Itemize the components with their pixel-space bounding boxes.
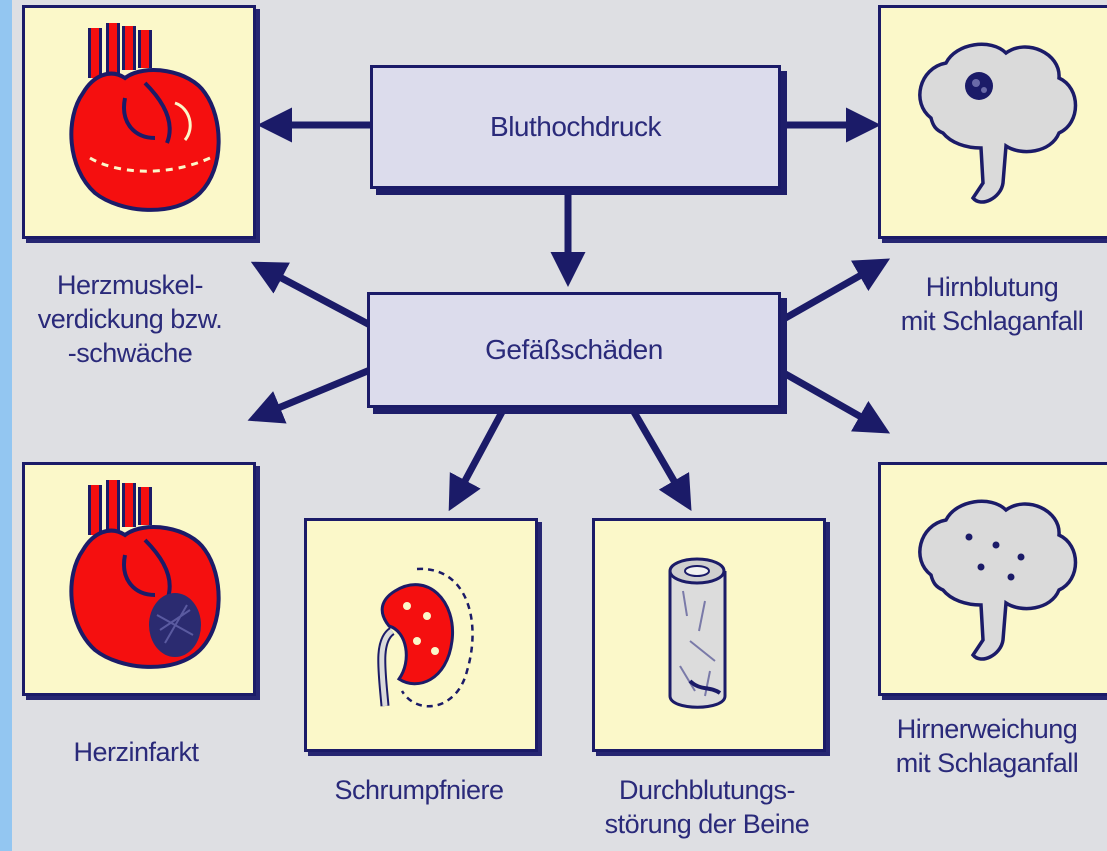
node-gefaessschaeden-label: Gefäßschäden	[485, 334, 663, 366]
label-heart-attack-line-1: Herzinfarkt	[22, 735, 250, 769]
arrow-middle-to-kidney	[452, 412, 502, 505]
label-brain-bleed: Hirnblutung mit Schlaganfall	[862, 270, 1107, 338]
blood-vessel-icon	[595, 521, 823, 749]
label-heart-thickening: Herzmuskel- verdickung bzw. -schwäche	[0, 268, 260, 370]
node-bluthochdruck-label: Bluthochdruck	[490, 111, 661, 143]
arrow-middle-to-heart-thickening	[257, 265, 370, 325]
node-gefaessschaeden: Gefäßschäden	[367, 292, 781, 408]
label-heart-thickening-line-3: -schwäche	[0, 336, 260, 370]
label-legs-line-1: Durchblutungs-	[572, 773, 842, 807]
label-brain-bleed-line-1: Hirnblutung	[862, 270, 1107, 304]
label-brain-softening-line-2: mit Schlaganfall	[862, 746, 1107, 780]
arrow-middle-to-legs	[634, 412, 688, 505]
arrow-middle-to-heart-attack	[254, 370, 370, 418]
node-bluthochdruck: Bluthochdruck	[370, 65, 781, 189]
label-heart-attack: Herzinfarkt	[22, 735, 250, 769]
label-kidney: Schrumpfniere	[294, 773, 544, 807]
label-brain-softening: Hirnerweichung mit Schlaganfall	[862, 712, 1107, 780]
label-brain-softening-line-1: Hirnerweichung	[862, 712, 1107, 746]
panel-legs	[592, 518, 826, 752]
arrow-middle-to-brain-softening	[782, 372, 884, 430]
brain-softening-icon	[881, 465, 1107, 693]
brain-icon	[881, 8, 1107, 236]
label-kidney-line-1: Schrumpfniere	[294, 773, 544, 807]
label-heart-thickening-line-2: verdickung bzw.	[0, 302, 260, 336]
label-brain-bleed-line-2: mit Schlaganfall	[862, 304, 1107, 338]
panel-brain-softening	[878, 462, 1107, 696]
diagram-canvas: Bluthochdruck Gefäßschäden	[12, 0, 1107, 851]
label-heart-thickening-line-1: Herzmuskel-	[0, 268, 260, 302]
heart-icon	[25, 8, 253, 236]
panel-brain-bleed	[878, 5, 1107, 239]
panel-heart-attack	[22, 462, 256, 696]
panel-kidney	[304, 518, 538, 752]
label-legs: Durchblutungs- störung der Beine	[572, 773, 842, 841]
kidney-icon	[307, 521, 535, 749]
panel-heart-thickening	[22, 5, 256, 239]
label-legs-line-2: störung der Beine	[572, 807, 842, 841]
heart-infarct-icon	[25, 465, 253, 693]
